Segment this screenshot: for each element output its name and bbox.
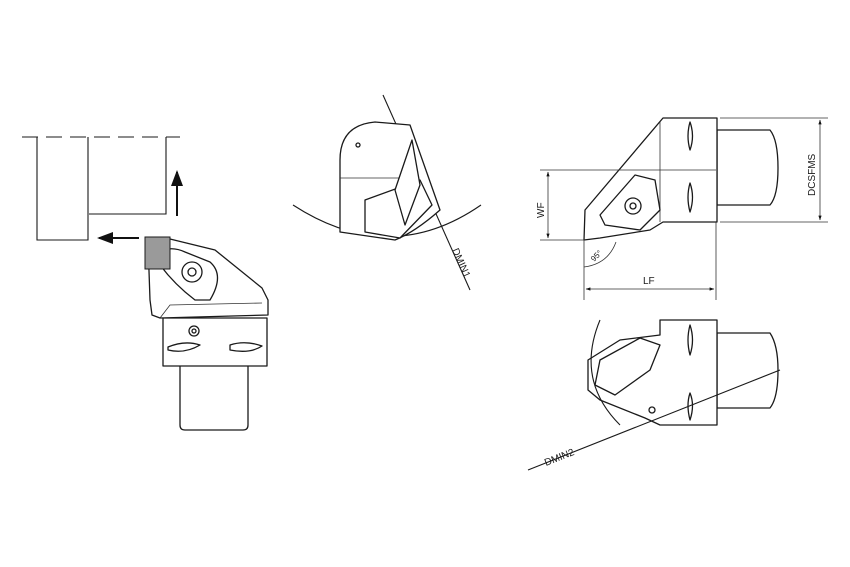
tool-holder-front bbox=[144, 236, 269, 431]
workpiece-outline bbox=[22, 136, 180, 241]
machining-view bbox=[22, 136, 269, 431]
dcsfms-label: DCSFMS bbox=[807, 153, 818, 196]
lf-label: LF bbox=[643, 276, 655, 287]
dmin1-view: DMIN1 bbox=[292, 94, 482, 291]
dmin2-label: DMIN2 bbox=[543, 447, 576, 469]
insert-icon bbox=[144, 236, 171, 270]
dimension-view: DCSFMS WF LF 95° bbox=[536, 117, 828, 300]
dmin2-view: DMIN2 bbox=[527, 319, 781, 471]
wf-label: WF bbox=[536, 202, 547, 218]
dmin1-label: DMIN1 bbox=[449, 247, 472, 280]
